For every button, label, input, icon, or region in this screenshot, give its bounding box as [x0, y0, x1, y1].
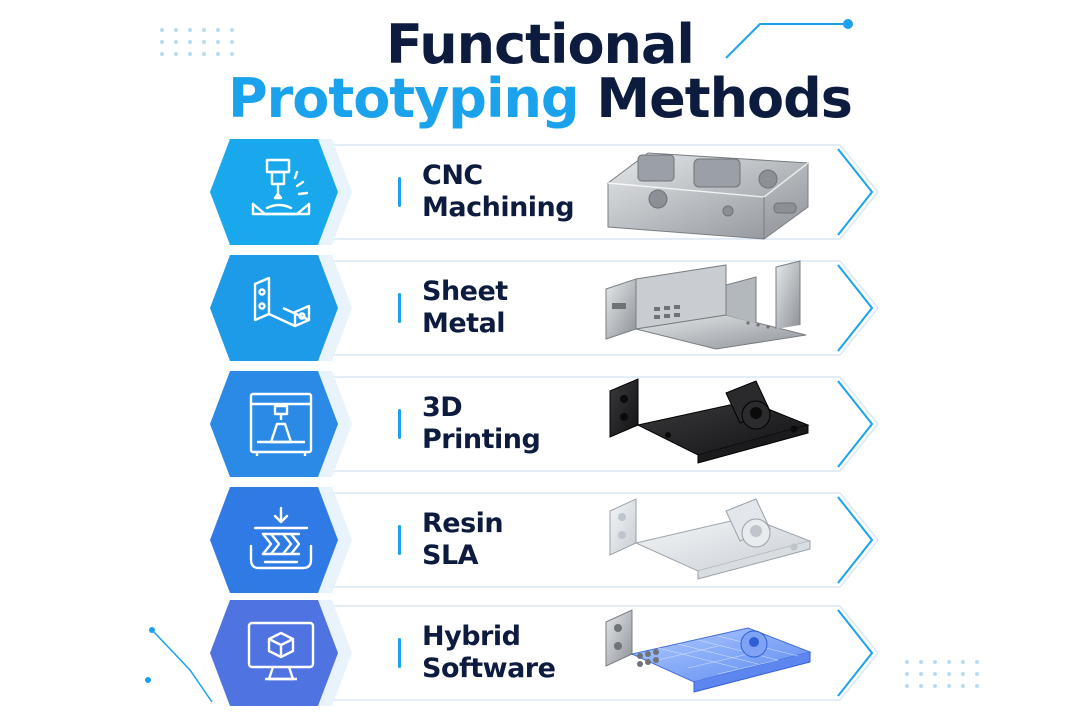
method-label-line-1: Sheet: [422, 276, 508, 308]
accent-tick: [398, 638, 401, 668]
aluminum-block-part: [598, 143, 820, 241]
dot-grid-decoration-bottom-right: [905, 660, 979, 688]
title-rest-word: Methods: [596, 67, 853, 130]
hybrid-mesh-bracket-part: [598, 604, 820, 702]
title-line-1: Functional: [386, 13, 695, 76]
line-dot-decoration-bottom-left: [145, 627, 213, 703]
accent-tick: [398, 177, 401, 207]
monitor-cube-icon: [245, 617, 317, 689]
sheet-metal-enclosure-part: [598, 259, 820, 357]
method-label-line-1: Hybrid: [422, 621, 521, 653]
title-accent-word: Prototyping: [228, 67, 579, 130]
accent-tick: [398, 409, 401, 439]
resin-vat-icon: [245, 504, 317, 576]
method-label-line-2: Machining: [422, 192, 575, 223]
black-printed-bracket-part: [598, 375, 820, 473]
title-line-2: Prototyping Methods: [0, 72, 1080, 126]
method-label-line-1: CNC: [422, 160, 483, 192]
3d-printer-icon: [245, 388, 317, 460]
dot-grid-decoration-top-left: [160, 28, 234, 56]
method-label-line-2: Printing: [422, 424, 541, 455]
method-label-line-2: SLA: [422, 540, 479, 571]
hexagon-badge: [210, 139, 352, 245]
accent-tick: [398, 293, 401, 323]
hexagon-badge: [210, 255, 352, 361]
method-label-line-2: Software: [422, 653, 556, 684]
cnc-mill-icon: [245, 156, 317, 228]
method-label-line-1: 3D: [422, 392, 463, 424]
method-label-line-2: Metal: [422, 308, 506, 339]
clear-resin-bracket-part: [598, 491, 820, 589]
bent-bracket-icon: [245, 272, 317, 344]
hexagon-badge: [210, 371, 352, 477]
accent-tick: [398, 525, 401, 555]
line-dot-decoration-top-right: [725, 19, 853, 59]
method-label-line-1: Resin: [422, 508, 504, 540]
